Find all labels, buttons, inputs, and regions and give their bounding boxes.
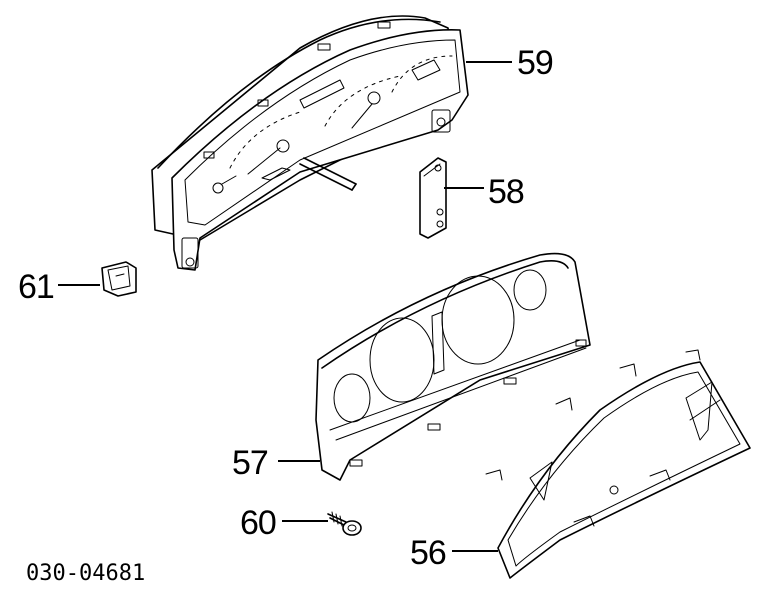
part-61-clip (101, 261, 137, 297)
part-56-cluster-glass (485, 349, 751, 579)
part-59-meter-assembly (151, 15, 469, 271)
callout-56: 56 (410, 534, 446, 572)
callout-58: 58 (488, 173, 524, 211)
callout-61: 61 (18, 268, 54, 306)
callout-60: 60 (240, 504, 276, 542)
part-58-bracket (419, 157, 447, 239)
callout-59: 59 (517, 44, 553, 82)
part-60-screw (327, 511, 362, 536)
diagram-code: 030-04681 (26, 561, 145, 586)
part-57-cluster-lid (315, 252, 591, 481)
callout-57: 57 (232, 444, 268, 482)
